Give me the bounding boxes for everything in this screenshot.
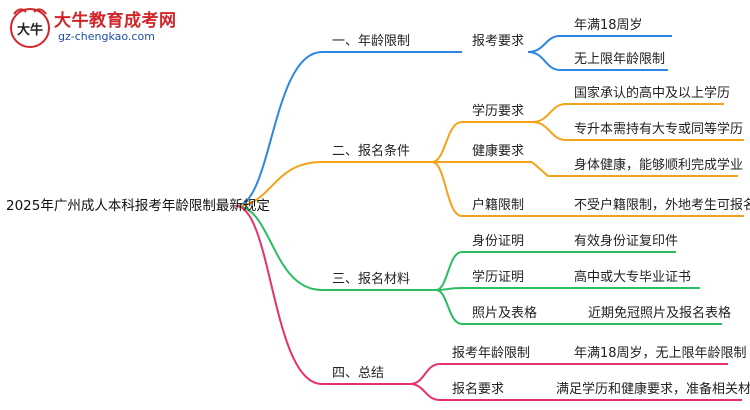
connector-child-2-1-leaves [531,103,744,141]
connector-root-branch-4 [235,205,410,385]
branch-2-child-2-leaf-1: 身体健康，能够顺利完成学业 [574,158,744,173]
branch-2-child-3-leaf-1: 不受户籍限制，外地考生可报名 [574,198,750,213]
connector-branch-3-children [435,251,556,325]
branch-4-child-1-leaf-1: 年满18周岁，无上限年龄限制 [574,346,747,361]
branch-2-child-2-label: 健康要求 [472,144,525,159]
branch-3-child-1-leaf-1: 有效身份证复印件 [574,234,679,249]
branch-2-label: 二、报名条件 [332,144,411,159]
connector-child-2-2-leaf [531,161,738,177]
branch-1-label: 一、年龄限制 [332,34,411,49]
logo-mark-text: 大牛 [17,22,43,38]
bull-logo-icon: 大牛 [10,8,50,48]
branch-4-child-1-label: 报考年龄限制 [452,346,531,361]
mindmap-root: 2025年广州成人本科报考年龄限制最新规定 [6,198,270,214]
connector-branch-3-leaves [556,251,722,325]
connector-root-branch-1 [235,51,436,207]
branch-1-child-1-leaf-1: 年满18周岁 [574,18,643,33]
connector-branch-4-leaves [548,363,742,401]
connector-root-branch-3 [235,205,436,291]
branch-3-child-2-leaf-1: 高中或大专毕业证书 [574,270,692,285]
branch-1-child-1-label: 报考要求 [472,34,525,49]
branch-2-child-1-label: 学历要求 [472,104,525,119]
branch-3-child-2-label: 学历证明 [472,270,525,285]
connector-branch-4-children [409,363,548,401]
branch-3-child-3-leaf-1: 近期免冠照片及报名表格 [588,306,732,321]
site-logo: 大牛 大牛教育成考网 gz-chengkao.com [8,4,218,54]
logo-title: 大牛教育成考网 [54,11,177,31]
branch-2-child-1-leaf-2: 专升本需持有大专或同等学历 [574,122,744,137]
connector-branch-2-children [431,121,532,217]
connector-root-branch-2 [235,161,432,207]
branch-2-child-3-label: 户籍限制 [472,198,525,213]
branch-4-label: 四、总结 [332,366,385,381]
branch-3-child-1-label: 身份证明 [472,234,525,249]
branch-1-child-1-leaf-2: 无上限年龄限制 [574,52,666,67]
connector-child-1-1-leaves [527,35,672,71]
branch-4-child-2-leaf-1: 满足学历和健康要求，准备相关材料 [556,382,750,397]
branch-2-child-1-leaf-1: 国家承认的高中及以上学历 [574,86,731,101]
branch-4-child-2-label: 报名要求 [452,382,505,397]
branch-3-label: 三、报名材料 [332,272,411,287]
branch-3-child-3-label: 照片及表格 [472,306,538,321]
logo-url: gz-chengkao.com [58,30,155,43]
